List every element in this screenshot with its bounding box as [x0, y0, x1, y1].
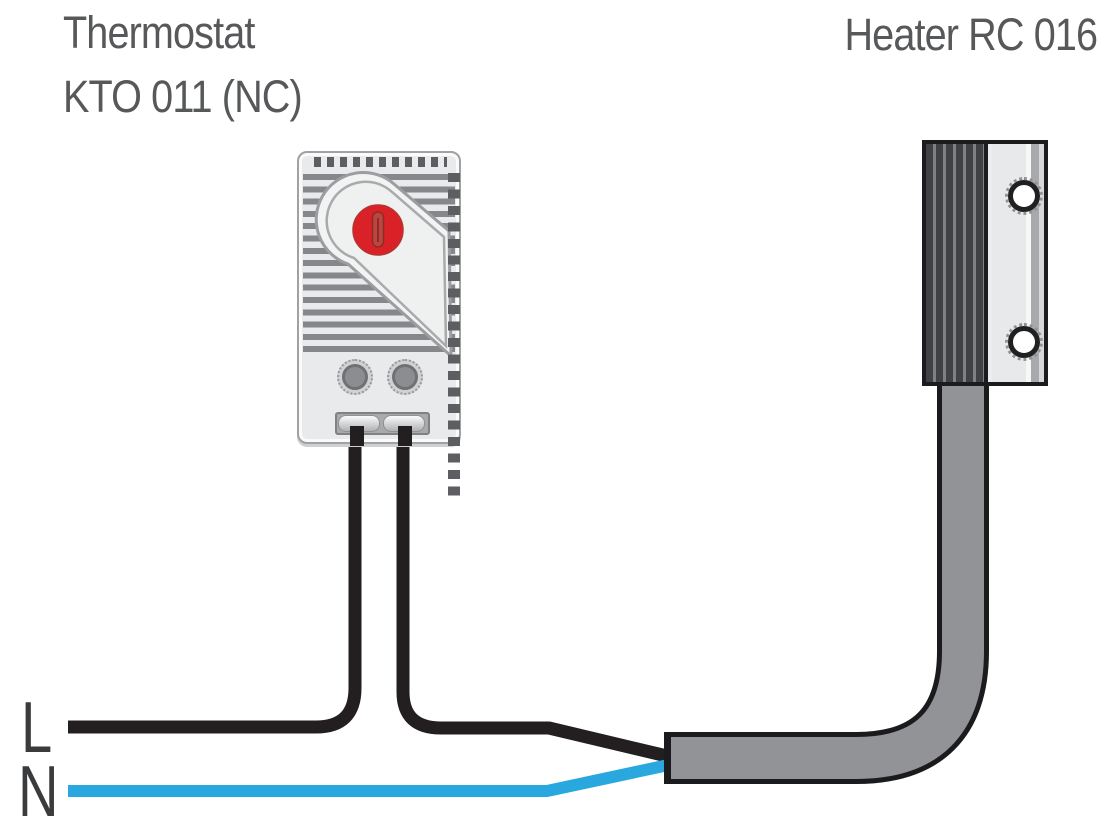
heater-title: Heater RC 016	[844, 9, 1098, 60]
wire-stub-right	[398, 426, 412, 446]
live-wire-left-path	[68, 410, 362, 734]
screw-core-right	[392, 364, 418, 390]
power-cable	[671, 378, 984, 779]
wire-stub-left	[350, 426, 364, 446]
screw-terminal-right[interactable]	[387, 359, 423, 395]
thermostat-top-vent	[314, 157, 447, 167]
live-wire-right-path	[396, 410, 673, 764]
thermostat-right-vent	[448, 173, 460, 497]
heater-fins	[926, 144, 988, 382]
heater-device	[922, 140, 1048, 386]
thermostat-title-line2: KTO 011 (NC)	[63, 71, 303, 122]
screw-core-left	[342, 364, 368, 390]
live-wire-label: L	[21, 688, 53, 768]
mounting-hole-bottom	[1005, 323, 1043, 361]
thermostat-title-line1: Thermostat	[63, 7, 255, 58]
power-cable-outline	[664, 378, 989, 784]
neutral-wire-path	[68, 758, 675, 797]
mounting-hole-top	[1005, 177, 1043, 215]
neutral-wire-label: N	[18, 752, 59, 831]
thermostat-drop-graphic	[314, 171, 453, 360]
screw-terminal-left[interactable]	[337, 359, 373, 395]
thermostat-device	[297, 151, 461, 497]
